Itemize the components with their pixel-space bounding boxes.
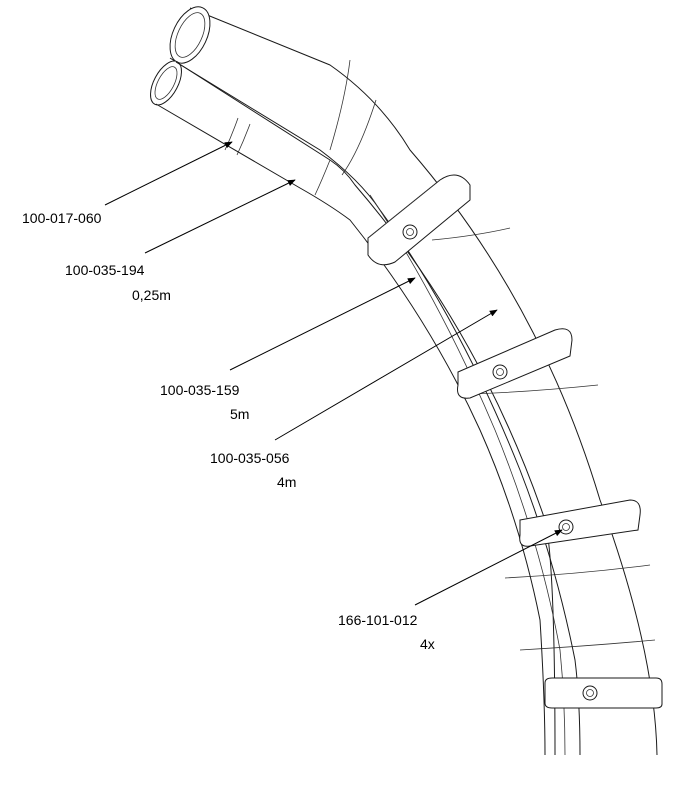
callout-part-100-035-159: 100-035-159 bbox=[160, 382, 240, 398]
callout-qty-166-101-012: 4x bbox=[420, 636, 435, 652]
leader-166-101-012 bbox=[414, 529, 563, 606]
leader-100-035-056 bbox=[274, 309, 498, 441]
leader-100-035-159 bbox=[229, 277, 416, 371]
small-pipe bbox=[150, 60, 581, 756]
leader-lines bbox=[104, 141, 563, 606]
callout-part-166-101-012: 166-101-012 bbox=[338, 612, 418, 628]
callout-part-100-035-056: 100-035-056 bbox=[210, 450, 290, 466]
callout-qty-100-035-056: 4m bbox=[277, 474, 297, 490]
callout-qty-100-035-159: 5m bbox=[230, 406, 250, 422]
leader-100-035-194 bbox=[144, 179, 296, 254]
clamp-2 bbox=[457, 328, 573, 399]
callout-part-100-035-194: 100-035-194 bbox=[65, 262, 145, 278]
callout-part-100-017-060: 100-017-060 bbox=[22, 210, 102, 226]
clamp-4 bbox=[544, 677, 663, 709]
callout-qty-100-035-194: 0,25m bbox=[132, 287, 171, 303]
clamp-1 bbox=[367, 174, 471, 266]
leader-100-017-060 bbox=[104, 141, 233, 206]
clamp-3 bbox=[519, 499, 641, 547]
large-pipe bbox=[169, 6, 658, 756]
